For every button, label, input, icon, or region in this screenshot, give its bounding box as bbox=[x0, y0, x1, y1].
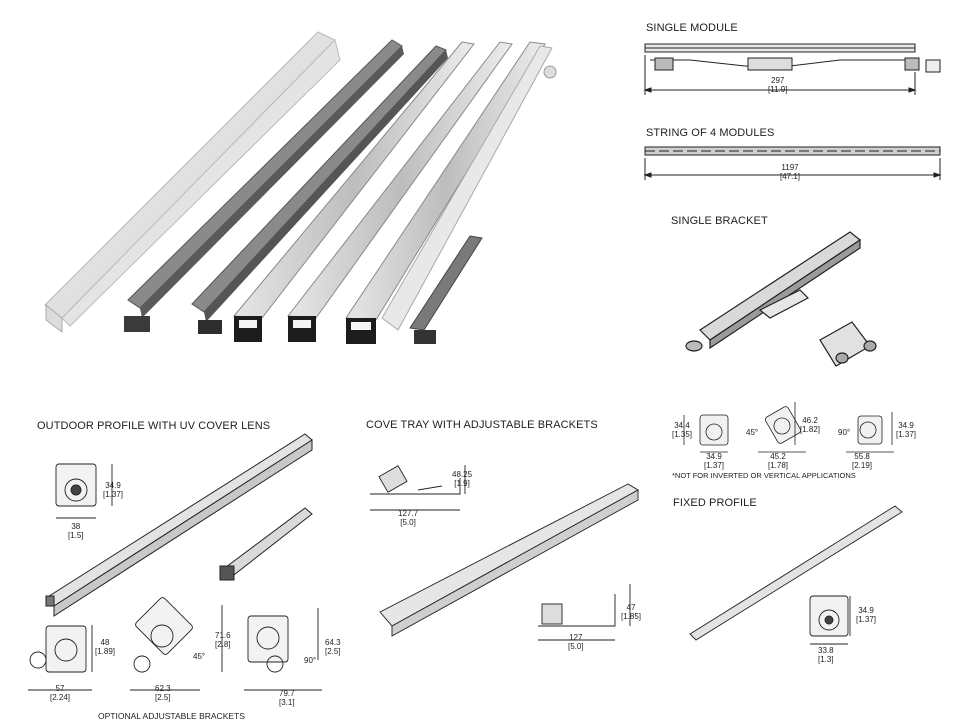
dim-bracket-h1: 34.4[1.35] bbox=[672, 421, 693, 439]
bracket-dimension-drawings bbox=[683, 402, 894, 453]
outdoor-profile-render bbox=[45, 433, 313, 617]
single-module-drawing bbox=[643, 43, 941, 95]
fixed-profile-drawings bbox=[689, 505, 903, 645]
dim-outdoor-height: 34.9[1.37] bbox=[103, 481, 124, 499]
dim-opt-bracket-h2: 71.6[2.8] bbox=[215, 631, 231, 649]
section-title-fixed-profile: FIXED PROFILE bbox=[673, 497, 757, 509]
dim-opt-bracket-w1: 57[2.24] bbox=[50, 684, 71, 702]
single-bracket-render bbox=[685, 231, 877, 367]
dim-bracket-h2: 46.2[1.82] bbox=[800, 416, 821, 434]
dim-bracket-w3: 55.8[2.19] bbox=[852, 452, 873, 470]
dim-outdoor-width: 38[1.5] bbox=[68, 522, 84, 540]
dim-bracket-w1: 34.9[1.37] bbox=[704, 452, 725, 470]
dim-fixed-width: 33.8[1.3] bbox=[818, 646, 834, 664]
footnote-inverted: *NOT FOR INVERTED OR VERTICAL APPLICATIO… bbox=[672, 471, 856, 480]
dim-opt-bracket-h1: 48[1.89] bbox=[95, 638, 116, 656]
dim-cove-h2: 47[1.85] bbox=[621, 603, 642, 621]
section-title-single-module: SINGLE MODULE bbox=[646, 22, 738, 34]
string-modules-drawing bbox=[643, 146, 942, 180]
optional-brackets-drawings bbox=[28, 597, 322, 691]
section-title-cove-tray: COVE TRAY WITH ADJUSTABLE BRACKETS bbox=[366, 419, 598, 431]
dim-cove-w1: 127.7[5.0] bbox=[398, 509, 419, 527]
outdoor-profile-section bbox=[55, 463, 113, 519]
section-title-outdoor-profile: OUTDOOR PROFILE WITH UV COVER LENS bbox=[37, 420, 271, 432]
caption-optional-brackets: OPTIONAL ADJUSTABLE BRACKETS bbox=[98, 711, 245, 721]
dim-bracket-angle45: 45° bbox=[746, 428, 759, 437]
section-title-single-bracket: SINGLE BRACKET bbox=[671, 215, 768, 227]
dim-opt-bracket-h3: 64.3[2.5] bbox=[325, 638, 341, 656]
dim-opt-bracket-w3: 79.7[3.1] bbox=[279, 689, 295, 707]
dim-opt-bracket-angle45: 45° bbox=[193, 652, 206, 661]
dim-cove-w2: 127[5.0] bbox=[568, 633, 584, 651]
dim-module-length: 297[11.9] bbox=[768, 76, 788, 94]
dim-opt-bracket-angle90: 90° bbox=[304, 656, 317, 665]
dim-opt-bracket-w2: 62.3[2.5] bbox=[155, 684, 171, 702]
hero-product-render bbox=[44, 31, 557, 344]
dim-bracket-w2: 45.2[1.78] bbox=[768, 452, 789, 470]
dim-cove-h1: 48.25[1.9] bbox=[452, 470, 473, 488]
dim-string-length: 1197[47.1] bbox=[780, 163, 801, 181]
cove-tray-drawings bbox=[370, 465, 639, 641]
dim-bracket-h3: 34.9[1.37] bbox=[896, 421, 917, 439]
section-title-string-modules: STRING OF 4 MODULES bbox=[646, 127, 775, 139]
dim-bracket-angle90: 90° bbox=[838, 428, 851, 437]
dim-fixed-height: 34.9[1.37] bbox=[856, 606, 877, 624]
